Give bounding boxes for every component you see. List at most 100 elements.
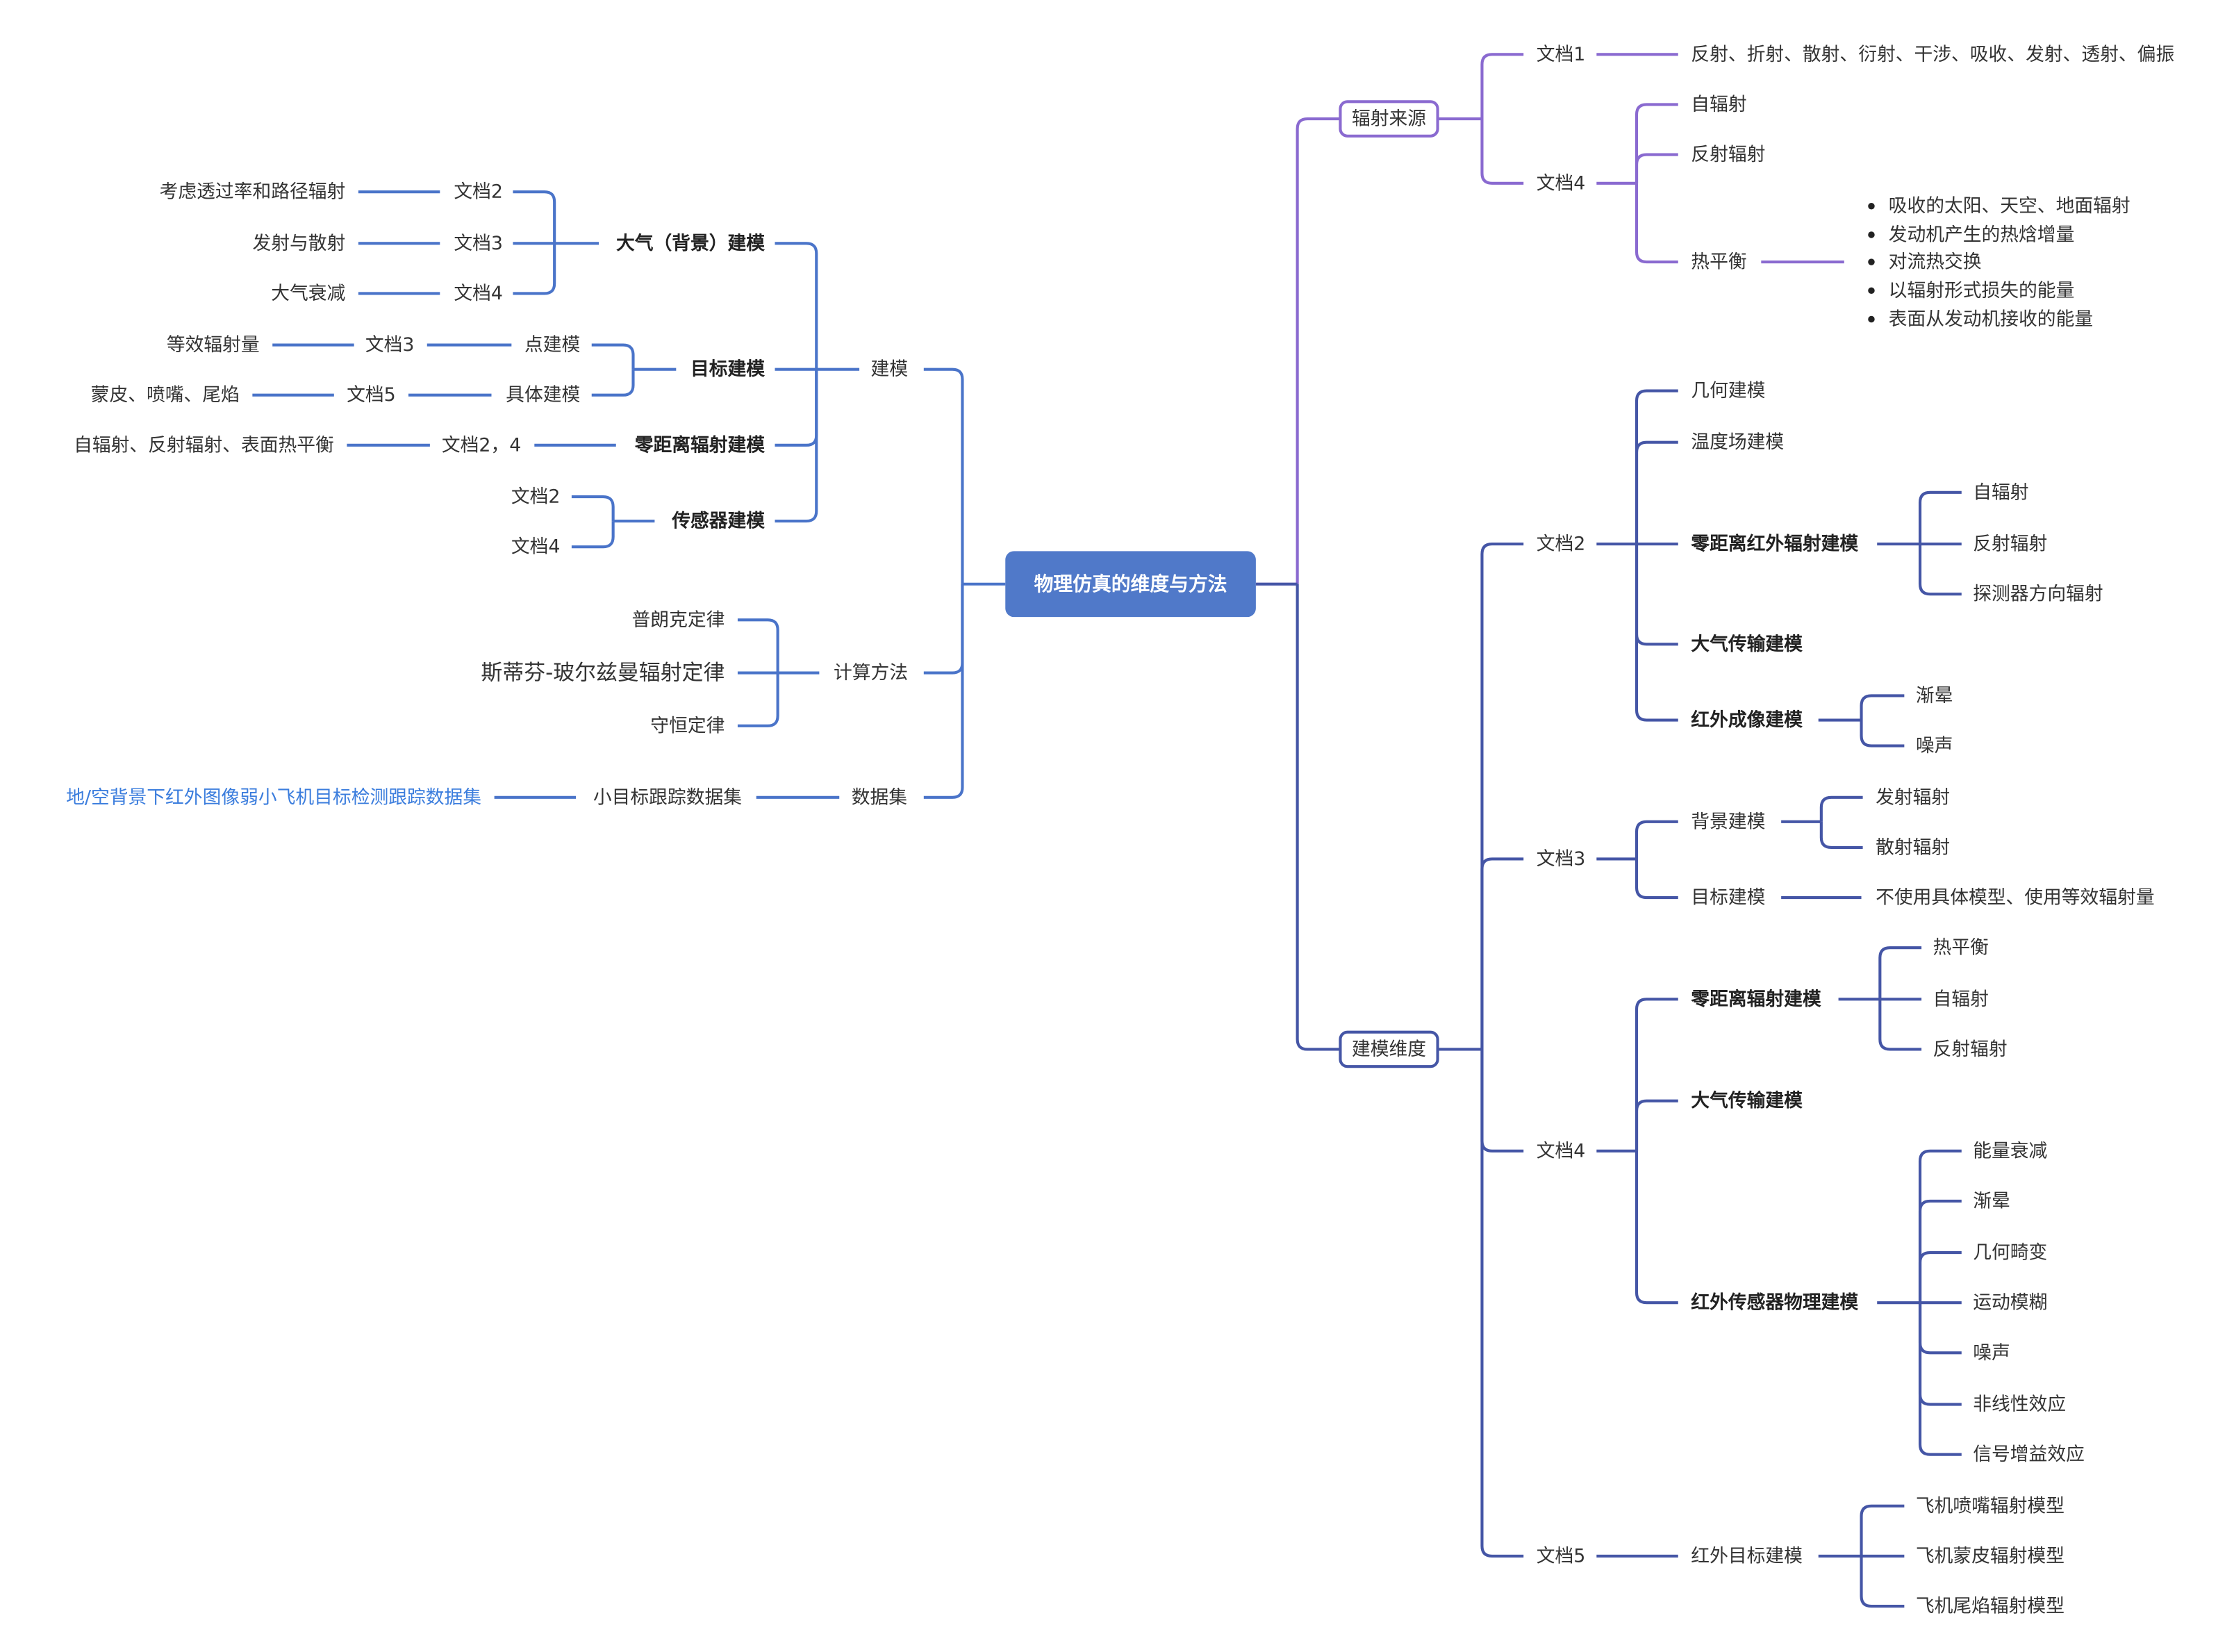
branch-line bbox=[775, 242, 818, 370]
node-doc[interactable]: 文档2 bbox=[454, 181, 503, 203]
node-item[interactable]: 飞机喷嘴辐射模型 bbox=[1916, 1495, 2065, 1517]
node-modeling-dimensions[interactable] bbox=[1339, 1030, 1439, 1068]
node-item[interactable]: 运动模糊 bbox=[1973, 1292, 2047, 1314]
branch-line bbox=[923, 367, 964, 584]
node-doc[interactable]: 文档2，4 bbox=[442, 434, 521, 456]
node-doc[interactable]: 文档4 bbox=[1537, 1140, 1586, 1162]
branch-line bbox=[1819, 821, 1863, 849]
node-detail[interactable]: 大气衰减 bbox=[271, 283, 345, 304]
node-item[interactable]: 噪声 bbox=[1973, 1342, 2010, 1364]
node-item[interactable]: 反射辐射 bbox=[1933, 1039, 2008, 1060]
bullet-item[interactable]: 吸收的太阳、天空、地面辐射 bbox=[1889, 195, 2130, 217]
node-dataset-name[interactable]: 小目标跟踪数据集 bbox=[593, 786, 742, 808]
branch-line bbox=[1918, 1149, 1962, 1303]
node-doc[interactable]: 文档3 bbox=[1537, 848, 1586, 870]
node-item[interactable]: 探测器方向辐射 bbox=[1973, 584, 2103, 605]
node-detail[interactable]: 反射、折射、散射、衍射、干涉、吸收、发射、透射、偏振 bbox=[1691, 44, 2174, 65]
node-item[interactable]: 零距离红外辐射建模 bbox=[1690, 533, 1858, 555]
node-item[interactable]: 几何建模 bbox=[1691, 380, 1765, 402]
node-item[interactable]: 散射辐射 bbox=[1876, 836, 1950, 858]
node-radiation-source[interactable] bbox=[1339, 100, 1439, 138]
node-item[interactable]: 零距离辐射建模 bbox=[1690, 988, 1821, 1010]
node-detail[interactable]: 自辐射、反射辐射、表面热平衡 bbox=[74, 434, 334, 456]
branch-line bbox=[1296, 584, 1341, 1051]
node-law[interactable]: 斯蒂芬-玻尔兹曼辐射定律 bbox=[481, 661, 725, 686]
node-doc[interactable]: 文档5 bbox=[347, 384, 396, 406]
node-calculation-methods[interactable]: 计算方法 bbox=[834, 662, 908, 684]
branch-line bbox=[1860, 694, 1905, 720]
node-doc[interactable]: 文档5 bbox=[1537, 1545, 1586, 1567]
branch-line bbox=[1635, 544, 1678, 646]
node-item[interactable]: 信号增益效应 bbox=[1973, 1444, 2085, 1465]
dataset-link[interactable]: 地/空背景下红外图像弱小飞机目标检测跟踪数据集 bbox=[66, 786, 481, 808]
node-law[interactable]: 普朗克定律 bbox=[632, 609, 725, 631]
branch-line bbox=[1860, 1555, 1905, 1608]
node-item[interactable]: 温度场建模 bbox=[1691, 431, 1784, 453]
branch-line bbox=[1918, 1303, 1962, 1456]
bullet-icon bbox=[1868, 202, 1875, 210]
node-labels: 建模大气（背景）建模文档2文档3文档4考虑透过率和路径辐射发射与散射大气衰减目标… bbox=[66, 44, 2174, 1617]
root-node[interactable]: 物理仿真的维度与方法 bbox=[1005, 551, 1256, 618]
node-item[interactable]: 几何畸变 bbox=[1973, 1242, 2047, 1264]
branch-line bbox=[1635, 998, 1678, 1151]
node-doc[interactable]: 文档3 bbox=[365, 334, 415, 356]
node-modeling[interactable]: 建模 bbox=[871, 358, 909, 380]
node-item[interactable]: 大气传输建模 bbox=[1691, 1089, 1803, 1112]
node-item[interactable]: 飞机尾焰辐射模型 bbox=[1916, 1596, 2065, 1617]
branch-line bbox=[775, 369, 818, 447]
node-dataset[interactable]: 数据集 bbox=[852, 786, 907, 808]
node-detail[interactable]: 不使用具体模型、使用等效辐射量 bbox=[1876, 887, 2154, 909]
node-target-modeling[interactable]: 目标建模 bbox=[690, 358, 765, 380]
node-doc[interactable]: 文档2 bbox=[511, 486, 561, 508]
node-atmosphere-modeling[interactable]: 大气（背景）建模 bbox=[616, 233, 765, 254]
node-item[interactable]: 热平衡 bbox=[1933, 937, 1989, 959]
node-item[interactable]: 红外成像建模 bbox=[1691, 709, 1803, 731]
node-detail[interactable]: 蒙皮、喷嘴、尾焰 bbox=[91, 384, 240, 406]
node-item[interactable]: 背景建模 bbox=[1691, 811, 1765, 832]
branch-line bbox=[1480, 119, 1524, 185]
node-item[interactable]: 渐晕 bbox=[1973, 1190, 2010, 1212]
branch-line bbox=[591, 343, 635, 370]
bullet-item[interactable]: 表面从发动机接收的能量 bbox=[1889, 308, 2093, 330]
node-doc[interactable]: 文档2 bbox=[1537, 534, 1586, 555]
node-radiation-source-label[interactable]: 辐射来源 bbox=[1352, 108, 1426, 130]
branch-line bbox=[591, 369, 635, 397]
branch-line bbox=[1860, 720, 1905, 747]
node-item[interactable]: 红外传感器物理建模 bbox=[1691, 1291, 1858, 1314]
node-item[interactable]: 自辐射 bbox=[1691, 94, 1746, 115]
node-item[interactable]: 能量衰减 bbox=[1973, 1140, 2047, 1162]
node-item[interactable]: 反射辐射 bbox=[1691, 144, 1765, 165]
node-item[interactable]: 噪声 bbox=[1916, 735, 1953, 757]
node-law[interactable]: 守恒定律 bbox=[650, 715, 725, 736]
node-item[interactable]: 自辐射 bbox=[1933, 989, 1989, 1010]
node-doc[interactable]: 文档4 bbox=[454, 283, 503, 304]
node-item[interactable]: 发射辐射 bbox=[1876, 786, 1950, 808]
node-detail[interactable]: 发射与散射 bbox=[252, 233, 345, 254]
node-doc[interactable]: 文档4 bbox=[511, 536, 561, 558]
node-item[interactable]: 自辐射 bbox=[1973, 481, 2028, 503]
node-point-modeling[interactable]: 点建模 bbox=[524, 334, 580, 356]
node-doc[interactable]: 文档4 bbox=[1537, 172, 1586, 194]
node-item[interactable]: 大气传输建模 bbox=[1691, 633, 1803, 655]
node-detailed-modeling[interactable]: 具体建模 bbox=[506, 384, 580, 406]
node-item[interactable]: 红外目标建模 bbox=[1691, 1545, 1803, 1567]
branch-line bbox=[1918, 1251, 1962, 1303]
node-item[interactable]: 飞机蒙皮辐射模型 bbox=[1916, 1545, 2065, 1567]
bullet-item[interactable]: 发动机产生的热焓增量 bbox=[1889, 224, 2075, 245]
node-item[interactable]: 非线性效应 bbox=[1973, 1394, 2066, 1415]
connectors bbox=[252, 53, 1962, 1608]
node-item[interactable]: 反射辐射 bbox=[1973, 534, 2047, 555]
node-sensor-modeling[interactable]: 传感器建模 bbox=[671, 510, 765, 532]
node-detail[interactable]: 等效辐射量 bbox=[167, 334, 260, 356]
node-item[interactable]: 渐晕 bbox=[1916, 685, 1953, 707]
node-detail[interactable]: 考虑透过率和路径辐射 bbox=[160, 181, 346, 203]
node-item[interactable]: 目标建模 bbox=[1691, 887, 1765, 909]
bullet-item[interactable]: 以辐射形式损失的能量 bbox=[1889, 280, 2075, 302]
node-doc[interactable]: 文档1 bbox=[1537, 44, 1586, 65]
bullet-item[interactable]: 对流热交换 bbox=[1889, 251, 1982, 273]
node-heat-balance[interactable]: 热平衡 bbox=[1691, 251, 1746, 273]
node-modeling-dimensions-label[interactable]: 建模维度 bbox=[1352, 1039, 1426, 1060]
node-doc[interactable]: 文档3 bbox=[454, 233, 503, 254]
node-zero-distance-modeling[interactable]: 零距离辐射建模 bbox=[634, 433, 766, 456]
